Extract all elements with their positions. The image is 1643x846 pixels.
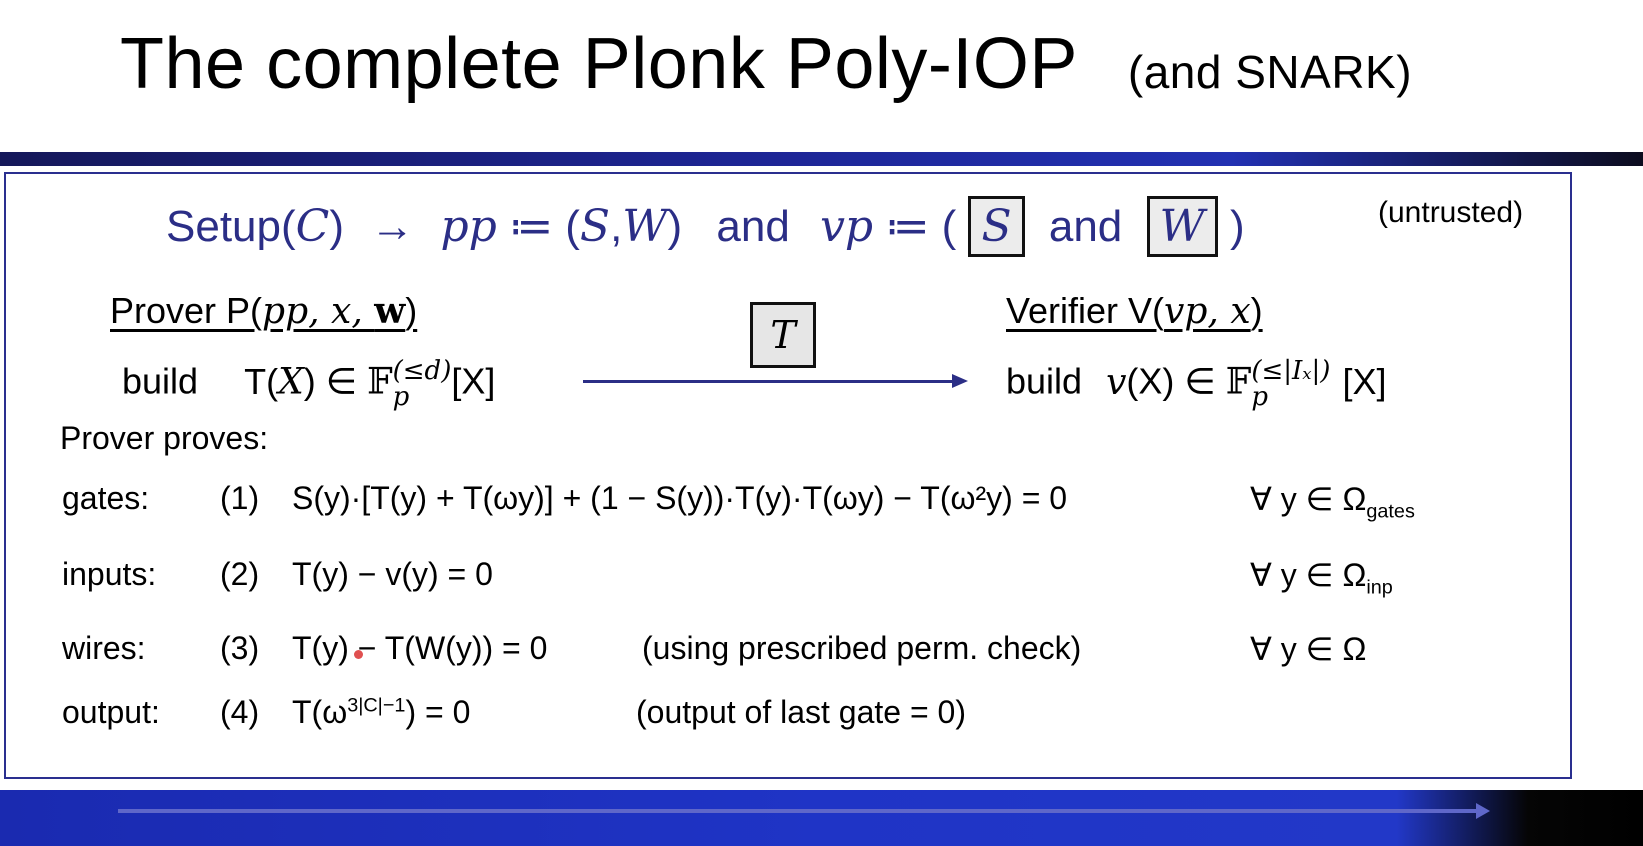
setup-S: S — [579, 201, 611, 252]
constraint-domain-gates: ∀ y ∈ Ωgates — [1250, 480, 1415, 523]
constraint-eq-inputs: T(y) − v(y) = 0 — [292, 556, 493, 592]
verifier-field-sup: (≤|Iₓ|) — [1251, 356, 1331, 386]
constraint-eq-wires: T(y) − T(W(y)) = 0 — [292, 630, 548, 666]
arrow-right-icon — [952, 374, 968, 388]
footer-bar — [0, 790, 1643, 846]
constraint-note-output: (output of last gate = 0) — [636, 694, 966, 730]
laser-pointer-dot — [354, 650, 363, 659]
domain-sub-inputs: inp — [1366, 576, 1393, 599]
constraint-label-wires: wires: — [62, 630, 146, 666]
verifier-field-sub: p — [1251, 382, 1268, 412]
output-eq-prefix: T(ω — [292, 694, 348, 730]
constraint-num-1: (1) — [220, 480, 260, 516]
verifier-build-X: (X) ∈ — [1126, 360, 1226, 402]
domain-sub-gates: gates — [1366, 500, 1415, 523]
prover-field-sub: p — [392, 382, 410, 412]
forall-gates: ∀ y ∈ Ω — [1250, 481, 1367, 517]
prover-build-X: X — [278, 361, 304, 403]
setup-vp: vp — [820, 201, 874, 252]
setup-close-vp: ) — [1229, 202, 1245, 251]
setup-and-1: and — [716, 202, 790, 251]
setup-pp: pp — [440, 201, 497, 252]
prover-field-sup: (≤d) — [392, 356, 452, 386]
setup-assign-vp: ≔ ( — [885, 202, 957, 251]
output-eq-suffix: ) = 0 — [405, 694, 471, 730]
constraint-label-gates: gates: — [62, 480, 150, 516]
setup-line: Setup(C) → pp ≔ (S,W) and vp ≔ ( S and W… — [166, 196, 1245, 257]
constraint-num-2: (2) — [220, 556, 260, 592]
verifier-build-v: v — [1106, 361, 1127, 403]
constraint-num-4: (4) — [220, 694, 260, 730]
untrusted-label: (untrusted) — [1378, 196, 1524, 229]
setup-close: ) — [329, 202, 344, 251]
commitment-S-box: S — [968, 196, 1025, 257]
prover-heading-witness: w — [374, 290, 406, 332]
prover-build-tail: [X] — [451, 360, 496, 402]
prover-heading-args: pp, x, — [262, 291, 375, 332]
constraint-domain-inputs: ∀ y ∈ Ωinp — [1250, 556, 1393, 599]
verifier-build-line: build v(X) ∈ 𝔽(≤|Iₓ|)p [X] — [1006, 358, 1386, 410]
prover-to-verifier-arrow-line — [583, 380, 953, 383]
forall-inputs: ∀ y ∈ Ω — [1250, 557, 1367, 593]
setup-comma: , — [610, 202, 623, 251]
constraint-label-inputs: inputs: — [62, 556, 157, 592]
prover-build-line: build T(X) ∈ 𝔽(≤d)p [X] — [122, 358, 495, 410]
prover-proves-label: Prover proves: — [60, 420, 269, 456]
title-suffix: (and SNARK) — [1127, 46, 1413, 98]
verifier-build-word: build — [1006, 360, 1083, 402]
verifier-heading-close: ) — [1250, 290, 1263, 331]
constraint-domain-wires: ∀ y ∈ Ω — [1250, 631, 1367, 667]
setup-close-pp: ) — [667, 202, 683, 251]
header-divider-bar — [0, 152, 1643, 166]
constraint-num-3: (3) — [220, 630, 260, 666]
slide-title: The complete Plonk Poly-IOP(and SNARK) — [120, 28, 1412, 100]
output-eq-exponent: 3|C|−1 — [347, 694, 406, 717]
commitment-W-box: W — [1146, 196, 1218, 257]
constraint-note-wires: (using prescribed perm. check) — [642, 630, 1082, 666]
setup-assign-pp: ≔ ( — [509, 202, 580, 251]
prover-heading-prefix: Prover P( — [110, 290, 263, 331]
setup-circuit: C — [295, 201, 330, 252]
constraint-eq-output: T(ω3|C|−1) = 0 — [292, 694, 470, 731]
constraint-eq-gates: S(y)·[T(y) + T(ωy)] + (1 − S(y))·T(y)·T(… — [292, 480, 1068, 516]
prover-build-word: build — [122, 360, 199, 402]
setup-arrow: → — [370, 202, 415, 251]
verifier-field: 𝔽 — [1225, 361, 1252, 403]
setup-prefix: Setup( — [166, 202, 296, 251]
commitment-T-box: T — [750, 302, 816, 368]
prover-field: 𝔽 — [367, 361, 393, 403]
prover-heading: Prover P(pp, x, w) — [110, 290, 417, 332]
setup-and-2: and — [1048, 202, 1123, 251]
constraint-label-output: output: — [62, 694, 160, 730]
progress-arrow-icon — [1476, 803, 1490, 819]
verifier-heading-args: vp, x — [1164, 291, 1251, 332]
verifier-heading: Verifier V(vp, x) — [1006, 290, 1263, 332]
prover-build-in: ) ∈ — [303, 360, 368, 402]
content-frame — [4, 172, 1572, 779]
setup-W: W — [622, 201, 668, 252]
verifier-build-tail: [X] — [1342, 360, 1387, 402]
title-main: The complete Plonk Poly-IOP — [120, 24, 1078, 104]
prover-build-T: T( — [244, 360, 279, 402]
prover-heading-close: ) — [405, 290, 418, 331]
slide-progress-line — [118, 809, 1478, 813]
verifier-heading-prefix: Verifier V( — [1006, 290, 1165, 331]
